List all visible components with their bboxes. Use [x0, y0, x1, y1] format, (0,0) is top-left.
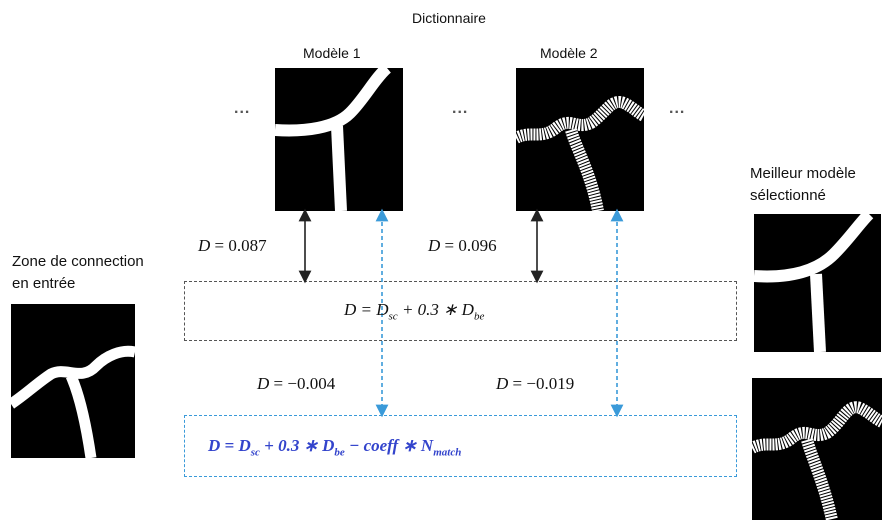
distance-model-1-blue: D = −0.004 — [257, 374, 335, 394]
distance-model-2-blue: D = −0.019 — [496, 374, 574, 394]
formula-blue: D = Dsc + 0.3 ∗ Dbe − coeff ∗ Nmatch — [208, 436, 461, 458]
distance-model-2-black: D = 0.096 — [428, 236, 497, 256]
formula-black: D = Dsc + 0.3 ∗ Dbe — [344, 300, 484, 322]
distance-model-1-black: D = 0.087 — [198, 236, 267, 256]
